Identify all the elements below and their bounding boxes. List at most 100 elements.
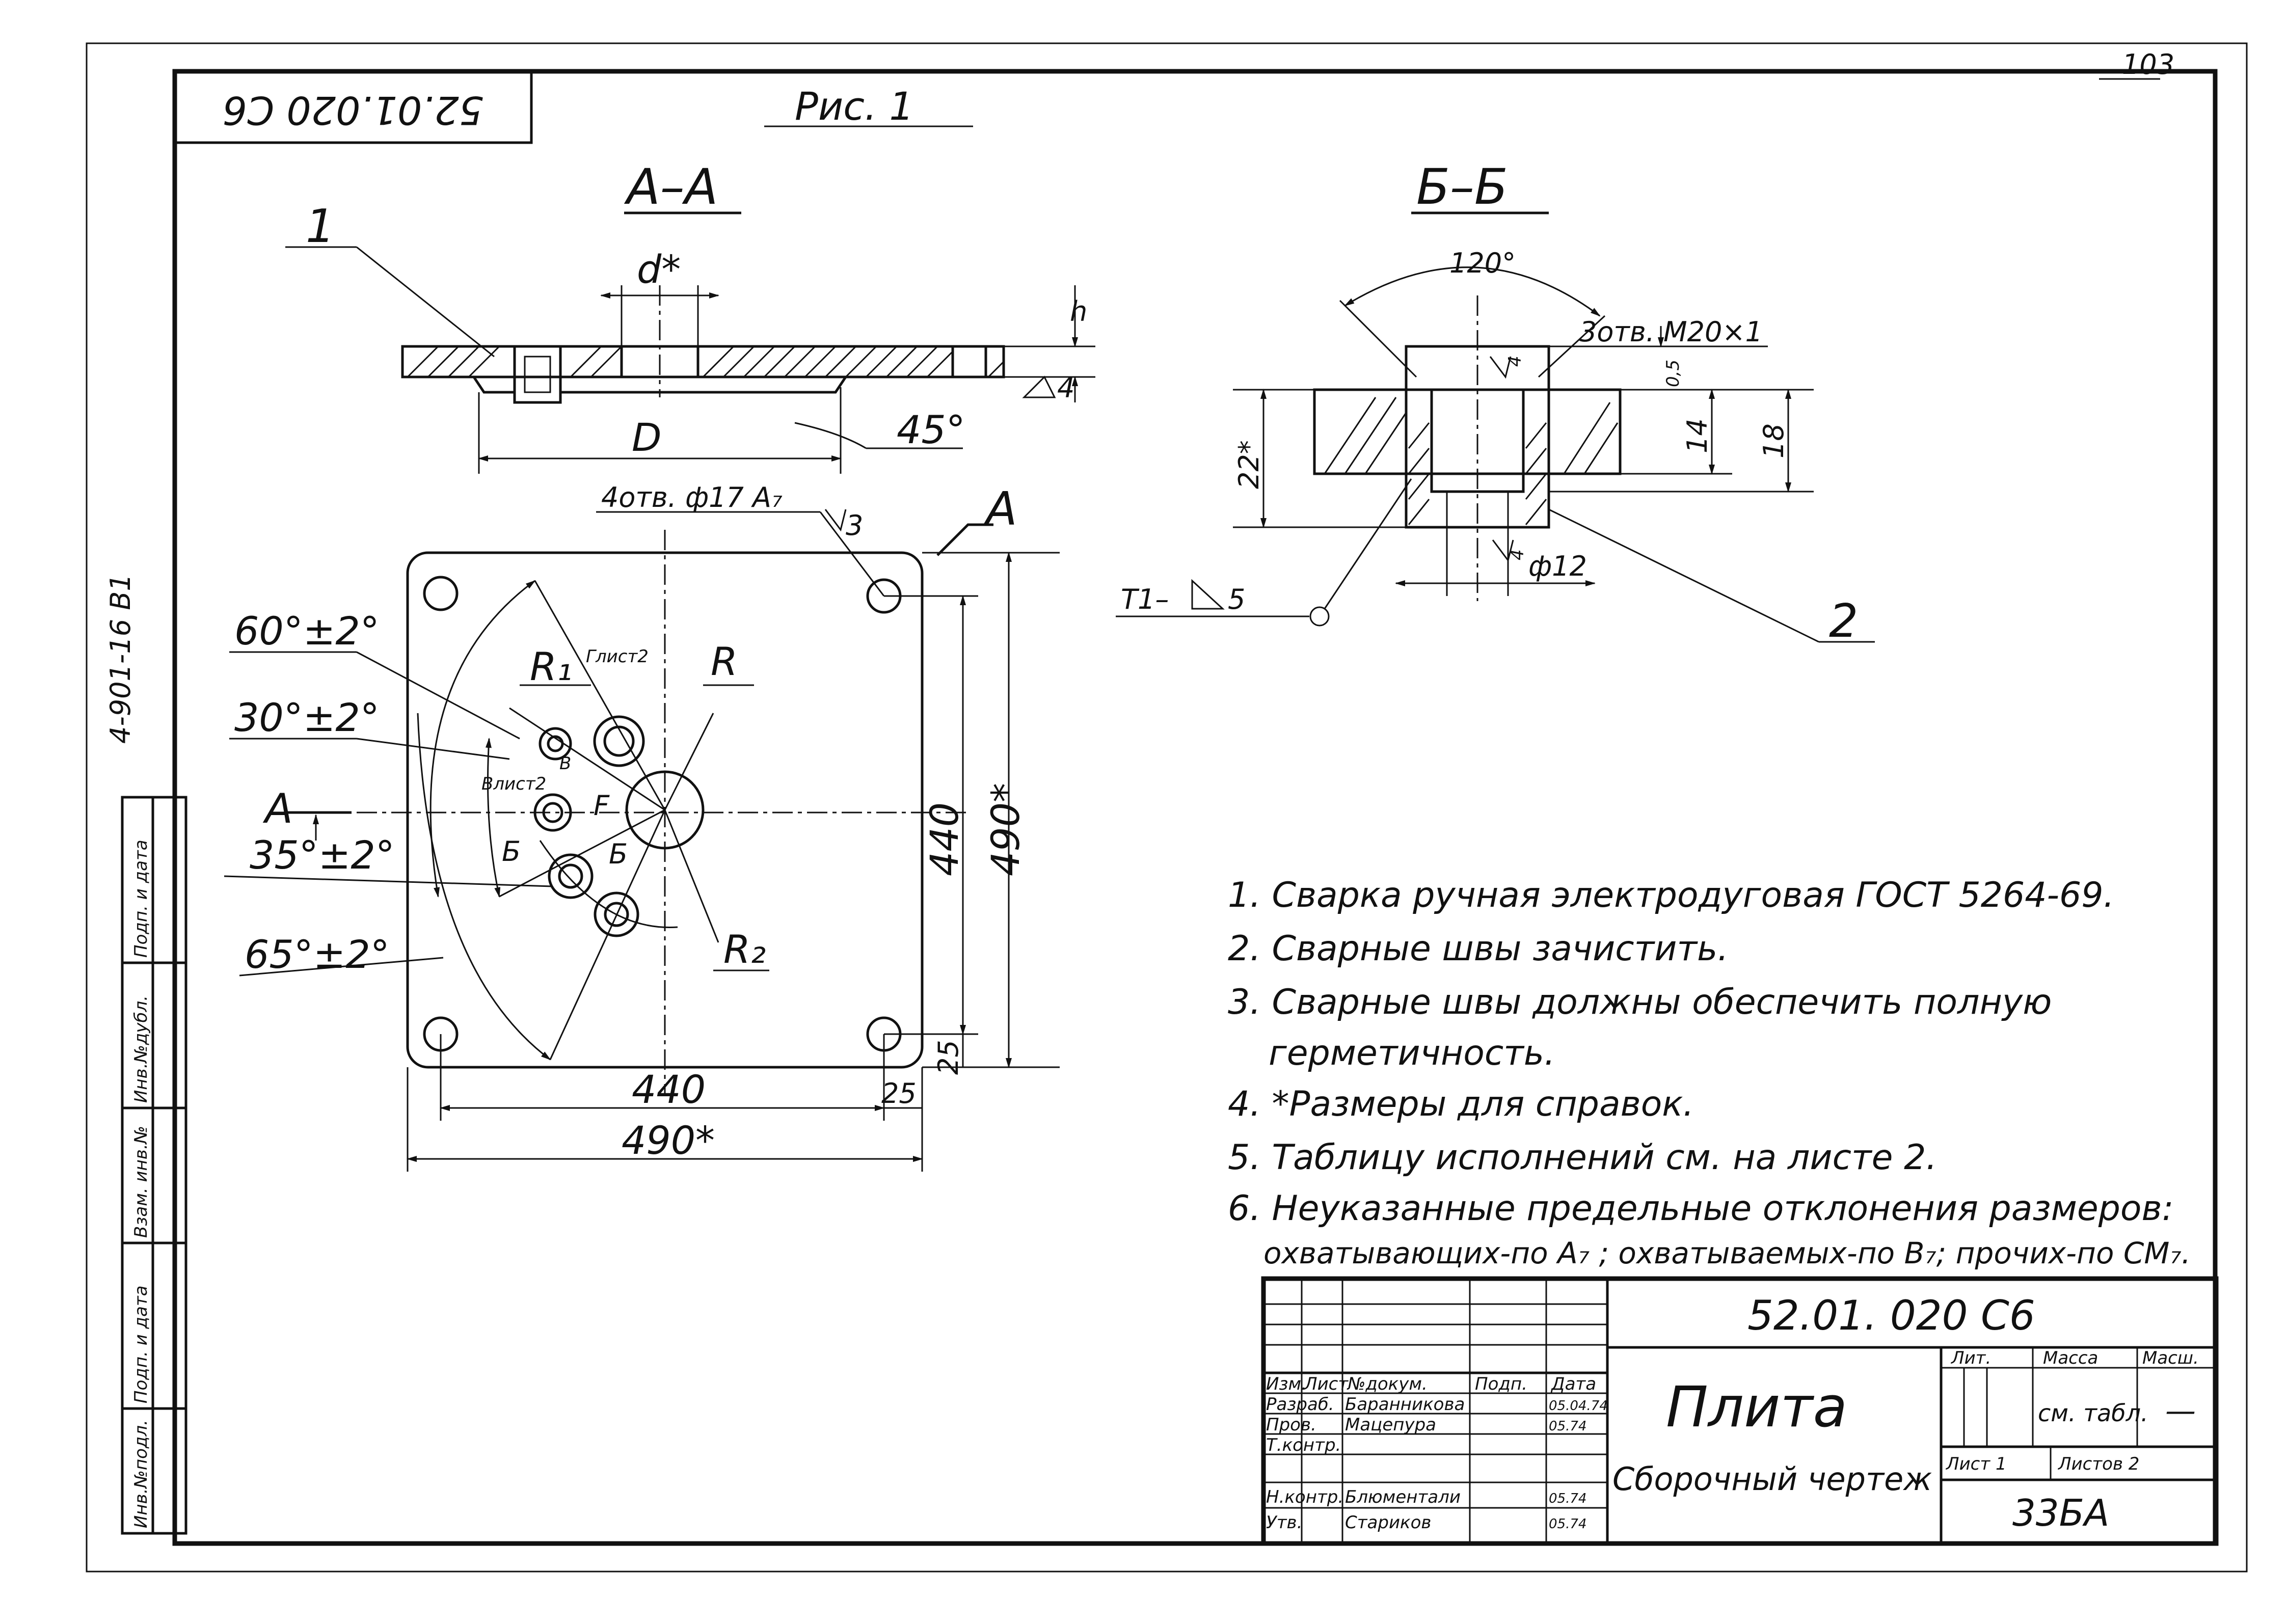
dim-h: h [1070,295,1087,328]
dim-14: 14 [1681,418,1713,453]
dim-phi12: ф12 [1528,550,1587,582]
b-label-2: Б [609,838,628,870]
tb-row-role-3: Н.контр. [1266,1487,1343,1507]
side-strip-label-1: Подп. и дата [131,1285,151,1403]
note-4: 4. *Размеры для справок. [1228,1084,1694,1124]
tb-col-doc: №докум. [1347,1374,1428,1394]
section-b-hatch [1324,397,1619,474]
technical-notes: 1. Сварка ручная электродуговая ГОСТ 526… [1228,875,2191,1270]
tb-col-date: Дата [1550,1374,1596,1394]
dim-490-h: 490* [622,1118,715,1163]
r-label: R [711,639,738,684]
side-strip-label-3: Инв.№дубл. [131,995,151,1103]
figure-label: Рис. 1 [795,84,914,129]
stamp-box [173,70,533,144]
a-marker: А [262,785,293,832]
v-label-2: В [559,753,571,774]
inner-frame [172,69,2218,1546]
section-a-hatch [407,345,1005,378]
tb-row-role-2: Т.контр. [1266,1435,1341,1455]
section-b-title: Б–Б [1416,158,1508,215]
section-a-a: А–А [285,158,1095,474]
section-b-b: Б–Б 120° 3отв. М20×1 [1116,158,1875,648]
callout-1: 1 [306,200,335,253]
note-3-cont: герметичность. [1269,1033,1555,1073]
angle-30: 30°±2° [234,695,380,740]
rough-2: 4 [1508,549,1528,560]
plan-roughness: 3 [846,509,863,542]
tb-row-date-3: 05.74 [1549,1491,1586,1506]
dim-25-h: 25 [881,1077,917,1109]
angle-120: 120° [1449,247,1516,279]
tb-row-date-4: 05.74 [1549,1517,1586,1532]
v-label-1: Влист2 [481,774,546,794]
section-a-angle: 45° [897,407,965,452]
side-strip-label-2: Взам. инв.№ [131,1126,151,1238]
section-a-roughness: 4 [1057,372,1074,404]
outer-frame [86,42,2248,1573]
dim-25-v: 25 [932,1040,964,1075]
stamp-code: 52.01.020 С6 [223,88,483,133]
dim-d: d* [637,247,681,292]
weld-code: Т1– [1121,583,1169,615]
dim-18: 18 [1758,423,1790,458]
callout-2: 2 [1829,594,1858,648]
tb-row-name-0: Баранникова [1345,1394,1465,1415]
rough-1: 4 [1505,356,1525,367]
tb-mass: Масса [2043,1348,2098,1368]
g-label: Глист2 [586,646,649,667]
tb-row-role-1: Пров. [1266,1415,1316,1435]
dim-490-v: 490* [983,783,1028,876]
side-strip-label-0: Инв.№подл. [131,1420,151,1528]
title-block: 52.01. 020 С6 Плита Сборочный чертеж Изм… [1261,1276,2219,1546]
r2-label: R₂ [723,927,766,972]
angle-60: 60°±2° [234,608,380,654]
angle-35: 35°±2° [250,832,395,878]
dim-05: 0,5 [1663,360,1683,387]
note-3: 3. Сварные швы должны обеспечить полную [1228,982,2052,1022]
view-marker: А [983,482,1017,536]
thread-label: 3отв. М20×1 [1579,316,1763,348]
tb-row-role-4: Утв. [1266,1512,1302,1533]
r1-label: R₁ [530,644,572,689]
dim-22: 22* [1233,440,1265,489]
side-code: 4-901-16 В1 [104,574,137,744]
tb-col-izm: Изм. [1266,1374,1307,1394]
side-strip: Инв.№подл. Подп. и дата Взам. инв.№ Инв.… [121,796,187,1535]
tb-row-date-0: 05.04.74 [1549,1398,1608,1414]
plan-view: 4отв. ф17 А₇ 3 А 60°±2° 30°±2° 35°±2° 65… [224,481,1060,1172]
tb-row-role-0: Разраб. [1266,1394,1334,1415]
weld-leg: 5 [1228,583,1245,615]
tb-lit: Лит. [1950,1348,1991,1368]
b-label-1: Б [502,835,521,868]
section-a-title: А–А [624,158,718,215]
side-strip-label-4: Подп. и дата [131,840,151,958]
tb-doc-type: Сборочный чертеж [1612,1460,1932,1498]
tb-scale-value: — [2165,1393,2196,1429]
tb-name: Плита [1666,1374,1847,1440]
tb-designation: 52.01. 020 С6 [1747,1292,2035,1339]
fitting-hatch [1408,422,1547,525]
note-6-cont: охватывающих-по А₇ ; охватываемых-по В₇;… [1263,1236,2191,1270]
note-1: 1. Сварка ручная электродуговая ГОСТ 526… [1228,875,2114,915]
tb-mass-value: см. табл. [2038,1399,2148,1427]
tb-col-list: Лист [1303,1374,1349,1394]
tb-row-name-1: Мацепура [1345,1415,1436,1435]
note-5: 5. Таблицу исполнений см. на листе 2. [1228,1138,1937,1178]
f-label: F [594,790,610,822]
dim-440-v: 440 [922,802,967,876]
tb-org-code: 33БА [2012,1492,2109,1534]
tb-sheets: Листов 2 [2057,1454,2139,1474]
tb-row-name-3: Блюментали [1345,1487,1461,1507]
tb-sheet: Лист 1 [1945,1454,2007,1474]
dim-D: D [632,415,662,460]
dim-440-h: 440 [632,1067,706,1112]
holes-label: 4отв. ф17 А₇ [601,481,783,513]
tb-row-name-4: Стариков [1345,1512,1431,1533]
angle-65: 65°±2° [245,932,390,977]
note-6: 6. Неуказанные предельные отклонения раз… [1228,1188,2174,1229]
note-2: 2. Сварные швы зачистить. [1228,929,1729,969]
tb-row-date-1: 05.74 [1549,1419,1586,1434]
